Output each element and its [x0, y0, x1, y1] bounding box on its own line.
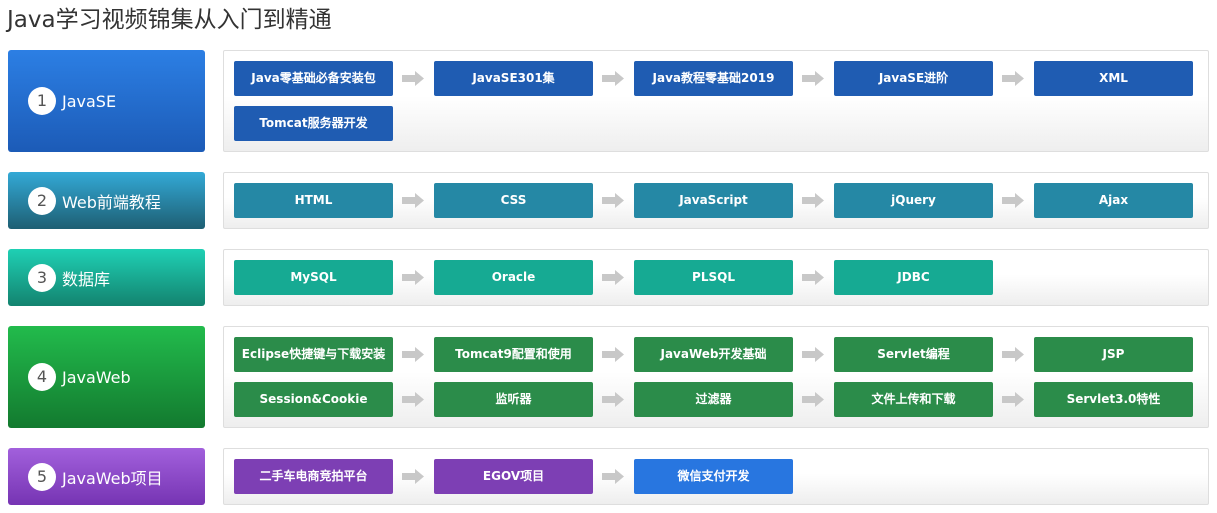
course-link[interactable]: Ajax [1034, 183, 1193, 218]
course-link[interactable]: JavaScript [634, 183, 793, 218]
arrow-right-icon [1001, 192, 1025, 209]
course-panel: Java零基础必备安装包 JavaSE301集 Java教程零基础2019 Ja… [223, 50, 1209, 152]
section-javaweb-projects: 5 JavaWeb项目 二手车电商竞拍平台 EGOV项目 微信支付开发 [8, 448, 1209, 505]
course-link[interactable]: jQuery [834, 183, 993, 218]
category-database[interactable]: 3 数据库 [8, 249, 205, 306]
arrow-right-icon [401, 468, 425, 485]
course-link[interactable]: JSP [1034, 337, 1193, 372]
course-link[interactable]: JavaSE301集 [434, 61, 593, 96]
course-link[interactable]: 文件上传和下载 [834, 382, 993, 417]
course-link[interactable]: Servlet3.0特性 [1034, 382, 1193, 417]
category-javaweb[interactable]: 4 JavaWeb [8, 326, 205, 428]
course-link[interactable]: JavaSE进阶 [834, 61, 993, 96]
section-javaweb: 4 JavaWeb Eclipse快捷键与下载安装 Tomcat9配置和使用 J… [8, 326, 1209, 428]
category-label: JavaWeb [62, 367, 131, 387]
course-link[interactable]: 微信支付开发 [634, 459, 793, 494]
course-panel: Eclipse快捷键与下载安装 Tomcat9配置和使用 JavaWeb开发基础… [223, 326, 1209, 428]
page-title: Java学习视频锦集从入门到精通 [7, 7, 332, 33]
course-panel: 二手车电商竞拍平台 EGOV项目 微信支付开发 [223, 448, 1209, 505]
category-web-frontend[interactable]: 2 Web前端教程 [8, 172, 205, 229]
arrow-right-icon [801, 70, 825, 87]
category-label: JavaWeb项目 [62, 468, 163, 488]
arrow-right-icon [801, 192, 825, 209]
arrow-right-icon [1001, 346, 1025, 363]
arrow-right-icon [601, 468, 625, 485]
course-link[interactable]: PLSQL [634, 260, 793, 295]
course-link[interactable]: 二手车电商竞拍平台 [234, 459, 393, 494]
course-link[interactable]: JDBC [834, 260, 993, 295]
arrow-right-icon [801, 346, 825, 363]
course-link[interactable]: Java零基础必备安装包 [234, 61, 393, 96]
course-panel: HTML CSS JavaScript jQuery Ajax [223, 172, 1209, 229]
category-number: 5 [28, 462, 56, 491]
course-panel: MySQL Oracle PLSQL JDBC [223, 249, 1209, 306]
arrow-right-icon [601, 192, 625, 209]
course-link[interactable]: Java教程零基础2019 [634, 61, 793, 96]
course-link[interactable]: HTML [234, 183, 393, 218]
category-label: 数据库 [62, 269, 111, 289]
arrow-right-icon [601, 70, 625, 87]
arrow-right-icon [401, 346, 425, 363]
arrow-right-icon [1001, 391, 1025, 408]
section-web-frontend: 2 Web前端教程 HTML CSS JavaScript jQuery Aja… [8, 172, 1209, 229]
category-javaweb-projects[interactable]: 5 JavaWeb项目 [8, 448, 205, 505]
course-link[interactable]: Tomcat服务器开发 [234, 106, 393, 141]
course-link[interactable]: CSS [434, 183, 593, 218]
arrow-right-icon [1001, 70, 1025, 87]
course-link[interactable]: Session&Cookie [234, 382, 393, 417]
category-number: 4 [28, 363, 56, 391]
arrow-right-icon [401, 391, 425, 408]
course-link[interactable]: 过滤器 [634, 382, 793, 417]
category-number: 3 [28, 263, 56, 292]
course-link[interactable]: Tomcat9配置和使用 [434, 337, 593, 372]
arrow-right-icon [401, 192, 425, 209]
arrow-right-icon [401, 269, 425, 286]
course-link[interactable]: 监听器 [434, 382, 593, 417]
section-database: 3 数据库 MySQL Oracle PLSQL JDBC [8, 249, 1209, 306]
course-link[interactable]: JavaWeb开发基础 [634, 337, 793, 372]
category-label: Web前端教程 [62, 192, 161, 212]
category-javase[interactable]: 1 JavaSE [8, 50, 205, 152]
section-javase: 1 JavaSE Java零基础必备安装包 JavaSE301集 Java教程零… [8, 50, 1209, 152]
arrow-right-icon [801, 391, 825, 408]
arrow-right-icon [601, 391, 625, 408]
course-link[interactable]: Oracle [434, 260, 593, 295]
category-number: 2 [28, 186, 56, 215]
course-link[interactable]: Eclipse快捷键与下载安装 [234, 337, 393, 372]
course-link[interactable]: XML [1034, 61, 1193, 96]
arrow-right-icon [601, 269, 625, 286]
course-link[interactable]: EGOV项目 [434, 459, 593, 494]
arrow-right-icon [401, 70, 425, 87]
arrow-right-icon [601, 346, 625, 363]
category-number: 1 [28, 87, 56, 115]
course-link[interactable]: MySQL [234, 260, 393, 295]
category-label: JavaSE [62, 91, 117, 111]
arrow-right-icon [801, 269, 825, 286]
course-link[interactable]: Servlet编程 [834, 337, 993, 372]
